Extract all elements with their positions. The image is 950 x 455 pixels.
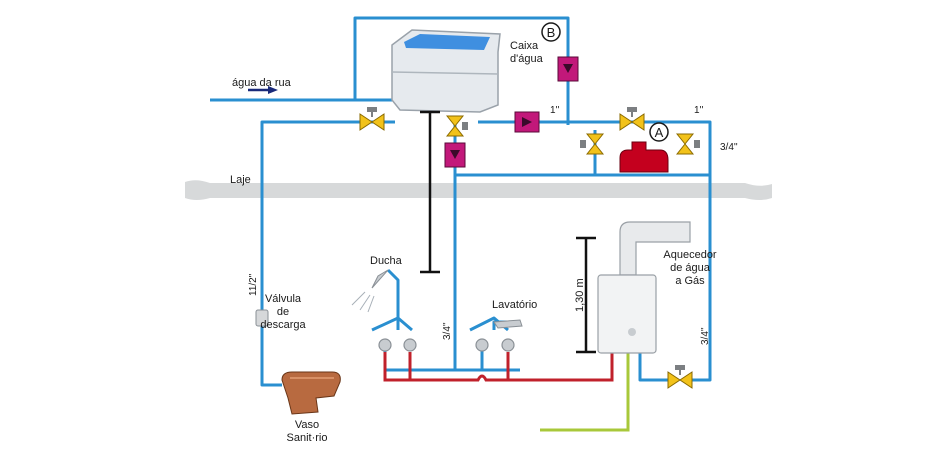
flush-valve [255,309,269,327]
tank-label-1: Caixa [510,40,539,52]
dimension-heater [576,236,596,354]
toilet-label-2: Sanit·rio [287,432,328,444]
dimension-tank [420,110,440,274]
heater-label-2: de água [670,262,711,274]
tank-label-2: d'água [510,53,544,65]
flush-label-3: descarga [260,319,306,331]
valve-left [359,107,385,131]
check-valve-outlet [514,111,540,133]
pump [619,141,669,173]
pipe-34-top-label: 3/4'' [720,142,738,153]
toilet [281,371,341,415]
valve-pump-right [675,133,700,155]
water-tank [391,29,501,113]
pipe-1in-label-a: 1'' [550,105,559,116]
marker-a-label: A [655,125,664,140]
toilet-label-1: Vaso [295,419,319,431]
mixer-valves [378,338,515,352]
gas-pipe [540,352,630,432]
shower-head [351,269,389,313]
heater-label-3: a Gás [675,275,705,287]
marker-b-label: B [547,25,556,40]
check-valve-b [557,56,579,82]
water-heater [597,221,691,354]
pipe-112-label: 11/2" [248,273,259,296]
shower-label: Ducha [370,255,403,267]
sink-label: Lavatório [492,299,537,311]
heater-label-1: Aquecedor [663,249,717,261]
valve-pump-left [580,133,605,155]
marker-b: B [541,22,561,42]
height-label: 1,30 m [574,278,586,312]
valve-tank-outlet [445,115,468,137]
flush-label-2: de [277,306,289,318]
slab [185,180,772,200]
pipe-34-center-label: 3/4'' [442,322,453,340]
street-arrow [248,86,278,94]
pipe-1in-label-b: 1'' [694,105,703,116]
sink-faucet [493,319,523,329]
hot-water-pipe [383,352,614,382]
marker-a: A [649,122,669,142]
valve-top-pump [619,107,645,131]
flush-label-1: Válvula [265,293,302,305]
valve-heater-inlet [667,365,693,389]
slab-label: Laje [230,174,251,186]
check-valve-center [444,142,466,168]
street-water-label: água da rua [232,77,292,89]
pipe-34-right-label: 3/4'' [700,327,711,345]
